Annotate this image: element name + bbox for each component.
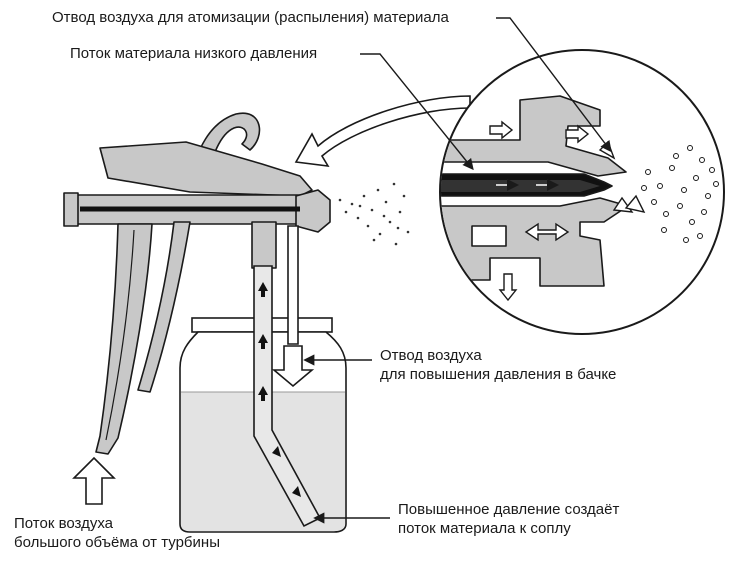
zoom-needle — [441, 180, 600, 192]
gun-body-top — [99, 141, 313, 197]
zoom-air-gap — [471, 225, 507, 247]
label-pressure-flow: Повышенное давление создаёт поток матери… — [398, 501, 620, 537]
label-turbine-air: Поток воздуха большого объёма от турбины — [14, 515, 220, 551]
material-pipe — [251, 221, 277, 269]
label-tank-air: Отвод воздуха для повышения давления в б… — [380, 347, 617, 383]
zoom-spray-droplets — [641, 145, 719, 243]
gun-handle-inner — [105, 229, 135, 441]
gun-rear-cap — [63, 192, 79, 227]
paint-cup — [179, 225, 347, 533]
zoom-arrow — [294, 95, 471, 167]
spray-mist — [338, 182, 410, 246]
label-atomization-air: Отвод воздуха для атомизации (распыления… — [52, 9, 449, 26]
flow-arrows — [258, 282, 301, 497]
label-low-pressure-flow: Поток материала низкого давления — [70, 45, 318, 62]
zoom-flow-arrows — [489, 120, 646, 302]
zoom-detail — [439, 49, 725, 335]
zoom-lower-body — [441, 197, 629, 287]
gun-handle — [95, 223, 153, 455]
gun-trigger — [137, 221, 191, 393]
spray-gun — [63, 112, 331, 455]
tank-air-tube — [287, 225, 299, 345]
turbine-air-arrow — [72, 456, 116, 505]
tank-air-arrow — [271, 345, 315, 388]
leader-lines — [303, 17, 612, 524]
gun-nozzle — [295, 189, 331, 233]
